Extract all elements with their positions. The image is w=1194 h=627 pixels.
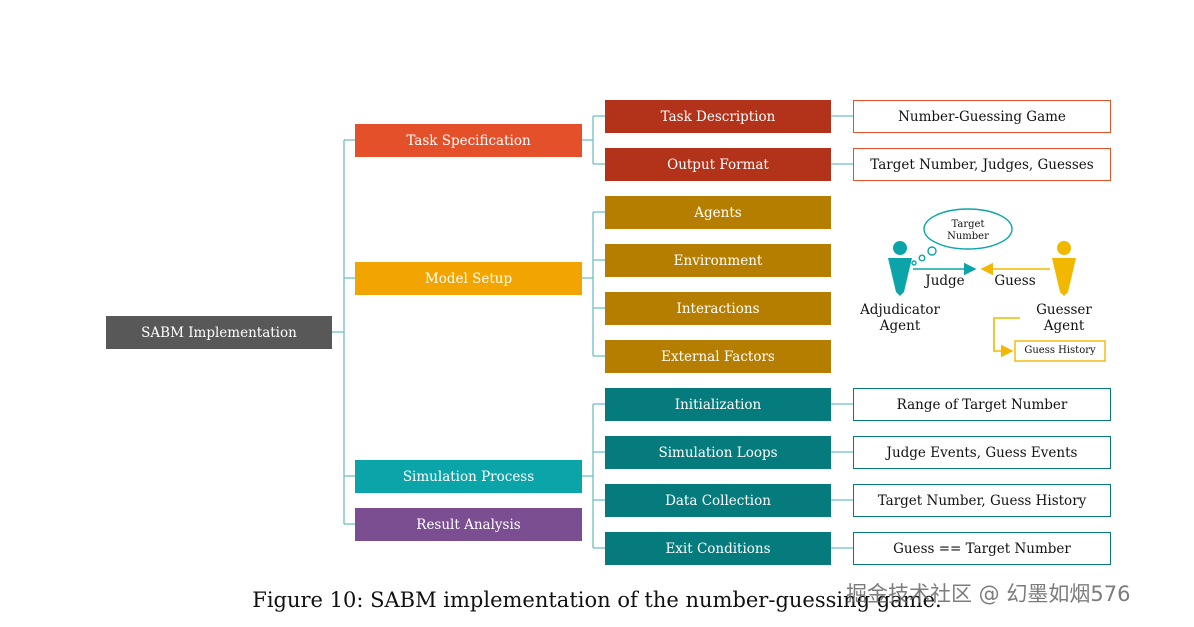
root-node: SABM Implementation xyxy=(106,316,332,349)
output-format-detail: Target Number, Judges, Guesses xyxy=(853,148,1111,181)
guesser-label-line1: Guesser xyxy=(1036,302,1092,318)
task-description-node: Task Description xyxy=(605,100,831,133)
agents-node: Agents xyxy=(605,196,831,229)
cloud-label-line2: Number xyxy=(947,231,989,242)
interactions-node: Interactions xyxy=(605,292,831,325)
guess-history-box xyxy=(1014,340,1106,362)
history-arrow xyxy=(993,317,1020,358)
figure-caption: Figure 10: SABM implementation of the nu… xyxy=(252,588,942,612)
guess-history-label: Guess History xyxy=(1024,345,1096,356)
adjudicator-label-line2: Agent xyxy=(879,318,921,334)
adjudicator-label-line1: Adjudicator xyxy=(860,302,940,318)
simulation-loops-detail: Judge Events, Guess Events xyxy=(853,436,1111,469)
exit-conditions-detail: Guess == Target Number xyxy=(853,532,1111,565)
task-description-detail: Number-Guessing Game xyxy=(853,100,1111,133)
category-simulation-process: Simulation Process xyxy=(355,460,582,493)
watermark: 掘金技术社区 @ 幻墨如烟576 xyxy=(846,582,1131,606)
guesser-label-line2: Agent xyxy=(1043,318,1085,334)
initialization-node: Initialization xyxy=(605,388,831,421)
environment-node: Environment xyxy=(605,244,831,277)
judge-label: Judge xyxy=(925,273,965,289)
thought-cloud-icon xyxy=(911,208,1013,266)
category-result-analysis: Result Analysis xyxy=(355,508,582,541)
guess-label: Guess xyxy=(994,273,1036,289)
data-collection-node: Data Collection xyxy=(605,484,831,517)
guesser-agent-icon xyxy=(1052,241,1076,296)
output-format-node: Output Format xyxy=(605,148,831,181)
category-task-specification: Task Specification xyxy=(355,124,582,157)
initialization-detail: Range of Target Number xyxy=(853,388,1111,421)
data-collection-detail: Target Number, Guess History xyxy=(853,484,1111,517)
adjudicator-agent-icon xyxy=(888,241,912,296)
cloud-label-line1: Target xyxy=(951,219,985,230)
simulation-loops-node: Simulation Loops xyxy=(605,436,831,469)
exit-conditions-node: Exit Conditions xyxy=(605,532,831,565)
category-model-setup: Model Setup xyxy=(355,262,582,295)
external-factors-node: External Factors xyxy=(605,340,831,373)
